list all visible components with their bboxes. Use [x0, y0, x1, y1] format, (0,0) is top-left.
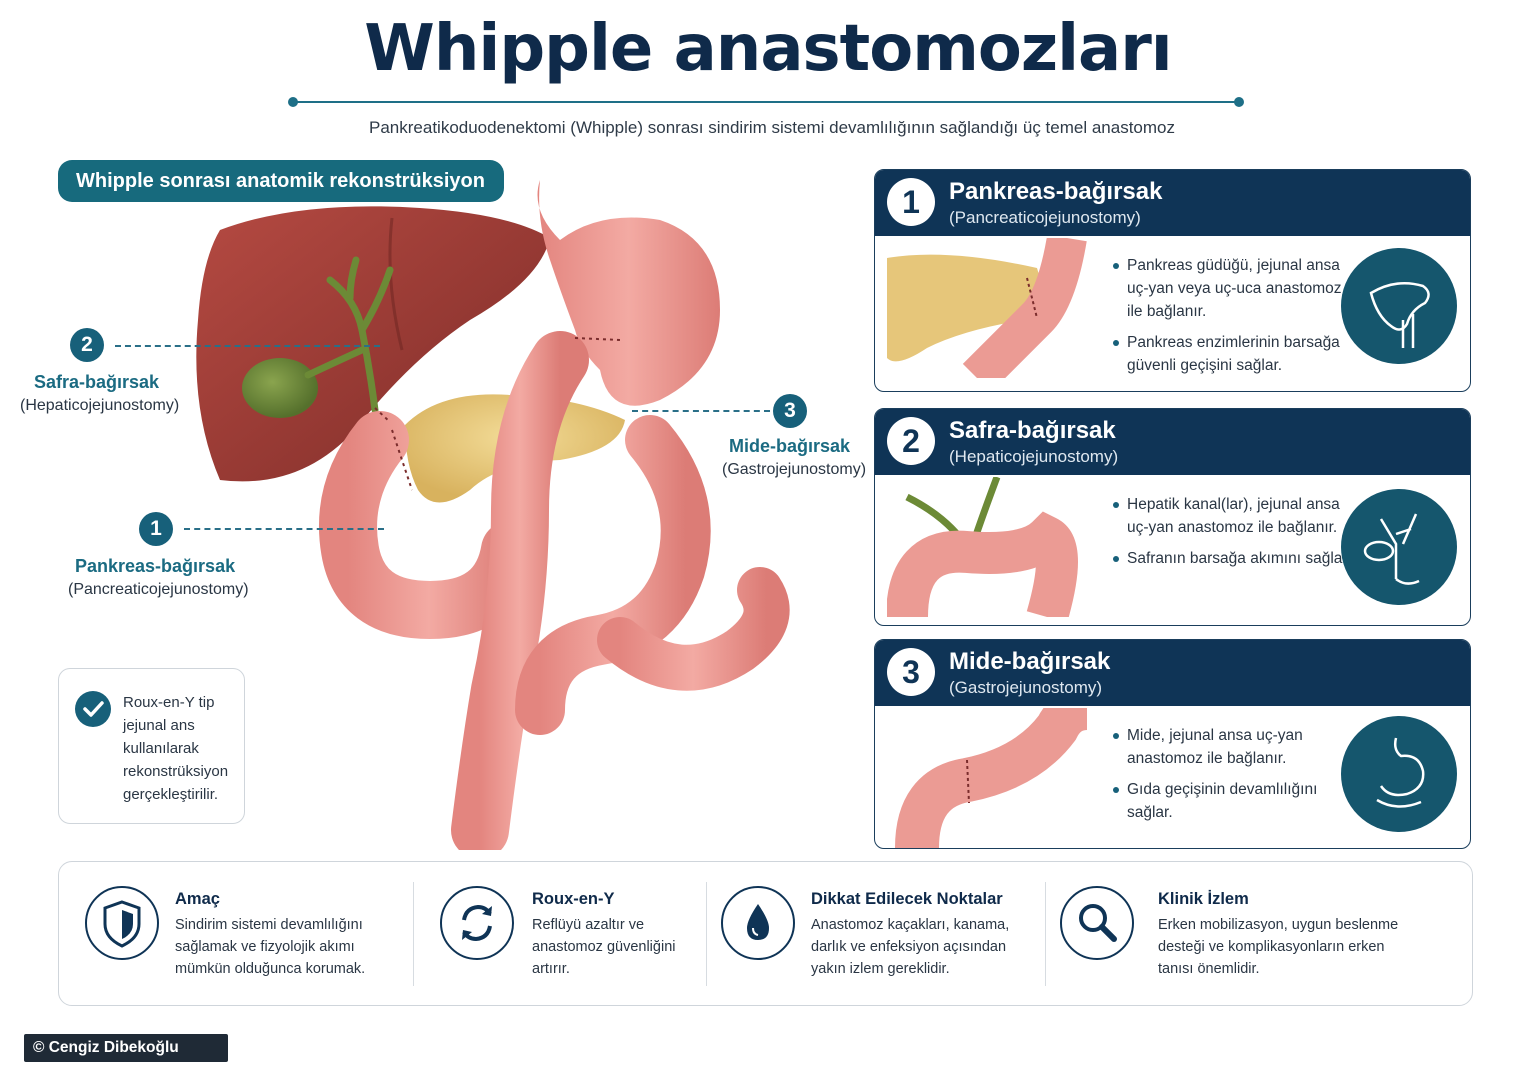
suture-lines	[374, 337, 621, 491]
info-section-roux: Roux-en-Y Reflüyü azaltır ve anastomoz g…	[414, 862, 706, 1007]
roux-note-text: Roux-en-Y tip jejunal ans kullanılarak r…	[123, 694, 229, 803]
card-subtitle: (Pancreaticojejunostomy)	[949, 208, 1141, 227]
card-subtitle: (Gastrojejunostomy)	[949, 678, 1103, 697]
card-bullets: Hepatik kanal(lar), jejunal ansa uç-yan …	[1111, 493, 1359, 578]
card-hepaticojejunostomy: 2 Safra-bağırsak (Hepaticojejunostomy) H…	[874, 408, 1471, 626]
stomach	[537, 180, 720, 406]
info-text: Anastomoz kaçakları, kanama, darlık ve e…	[811, 917, 1010, 977]
card-header: 1 Pankreas-bağırsak (Pancreaticojejunost…	[875, 170, 1470, 236]
card-bullets: Pankreas güdüğü, jejunal ansa uç-yan vey…	[1111, 254, 1359, 385]
info-title: Klinik İzlem	[1158, 890, 1249, 908]
stomach-icon	[1341, 716, 1457, 832]
pancreas-icon	[1341, 248, 1457, 364]
card-number: 2	[887, 417, 935, 465]
info-bar: Amaç Sindirim sistemi devamlılığını sağl…	[58, 861, 1473, 1006]
card-bullet: Mide, jejunal ansa uç-yan anastomoz ile …	[1111, 724, 1359, 770]
callout-sublabel-3: (Gastrojejunostomy)	[722, 461, 867, 478]
card-gastrojejunostomy: 3 Mide-bağırsak (Gastrojejunostomy) Mide…	[874, 639, 1471, 849]
page-title: Whipple anastomozları	[364, 12, 1172, 86]
info-text: Erken mobilizasyon, uygun beslenme deste…	[1158, 917, 1399, 977]
info-divider	[413, 882, 414, 986]
anatomy-illustration	[196, 180, 790, 850]
card-header: 3 Mide-bağırsak (Gastrojejunostomy)	[875, 640, 1470, 706]
refresh-icon	[440, 886, 514, 960]
info-title: Roux-en-Y	[532, 890, 615, 908]
callout-sublabel-2: (Hepaticojejunostomy)	[20, 397, 180, 414]
info-title: Dikkat Edilecek Noktalar	[811, 890, 1003, 908]
callout-number-2: 2	[70, 328, 104, 362]
info-section-follow-up: Klinik İzlem Erken mobilizasyon, uygun b…	[1046, 862, 1472, 1007]
info-text: Sindirim sistemi devamlılığını sağlamak …	[175, 917, 366, 977]
callout-line-2	[115, 345, 380, 347]
page-subtitle: Pankreatikoduodenektomi (Whipple) sonras…	[369, 118, 1175, 137]
divider-dot-left	[288, 97, 298, 107]
gallbladder	[242, 358, 318, 418]
card-bullet: Pankreas enzimlerinin barsağa güvenli ge…	[1111, 331, 1359, 377]
bile-ducts	[304, 256, 394, 414]
callout-label-2: Safra-bağırsak	[34, 372, 160, 392]
info-section-cautions: Dikkat Edilecek Noktalar Anastomoz kaçak…	[707, 862, 1045, 1007]
card-illustration	[895, 708, 1089, 848]
callout-number-3: 3	[773, 394, 807, 428]
info-section-purpose: Amaç Sindirim sistemi devamlılığını sağl…	[59, 862, 414, 1007]
check-icon	[75, 691, 111, 727]
card-bullet: Gıda geçişinin devamlılığını sağlar.	[1111, 778, 1359, 824]
jejunal-loops	[319, 331, 790, 850]
magnifier-icon	[1060, 886, 1134, 960]
card-number: 3	[887, 648, 935, 696]
card-bullets: Mide, jejunal ansa uç-yan anastomoz ile …	[1111, 724, 1359, 832]
copyright-label: © Cengiz Dibekoğlu	[24, 1034, 228, 1062]
card-bullet: Hepatik kanal(lar), jejunal ansa uç-yan …	[1111, 493, 1359, 539]
callout-number-1: 1	[139, 512, 173, 546]
shield-icon	[85, 886, 159, 960]
card-illustration	[887, 477, 1078, 617]
drop-icon	[721, 886, 795, 960]
divider-dot-right	[1234, 97, 1244, 107]
title-divider	[293, 101, 1239, 103]
card-pancreaticojejunostomy: 1 Pankreas-bağırsak (Pancreaticojejunost…	[874, 169, 1471, 392]
card-subtitle: (Hepaticojejunostomy)	[949, 447, 1119, 466]
card-bullet: Pankreas güdüğü, jejunal ansa uç-yan vey…	[1111, 254, 1359, 323]
card-illustration	[887, 238, 1087, 378]
info-divider	[1045, 882, 1046, 986]
card-header: 2 Safra-bağırsak (Hepaticojejunostomy)	[875, 409, 1470, 475]
card-number: 1	[887, 178, 935, 226]
callout-label-1: Pankreas-bağırsak	[75, 556, 236, 576]
card-title: Pankreas-bağırsak	[949, 178, 1163, 205]
card-title: Mide-bağırsak	[949, 648, 1111, 675]
reconstruction-tag: Whipple sonrası anatomik rekonstrüksiyon	[58, 160, 504, 202]
info-title: Amaç	[175, 890, 220, 908]
card-title: Safra-bağırsak	[949, 417, 1116, 444]
roux-note-box: Roux-en-Y tip jejunal ans kullanılarak r…	[58, 668, 245, 824]
callout-line-1	[184, 528, 384, 530]
callout-label-3: Mide-bağırsak	[729, 436, 851, 456]
info-text: Reflüyü azaltır ve anastomoz güvenliğini…	[532, 917, 676, 977]
info-divider	[706, 882, 707, 986]
card-bullet: Safranın barsağa akımını sağlar.	[1111, 547, 1359, 570]
callout-line-3	[632, 410, 770, 412]
bile-duct-icon	[1341, 489, 1457, 605]
callout-sublabel-1: (Pancreaticojejunostomy)	[68, 581, 249, 598]
